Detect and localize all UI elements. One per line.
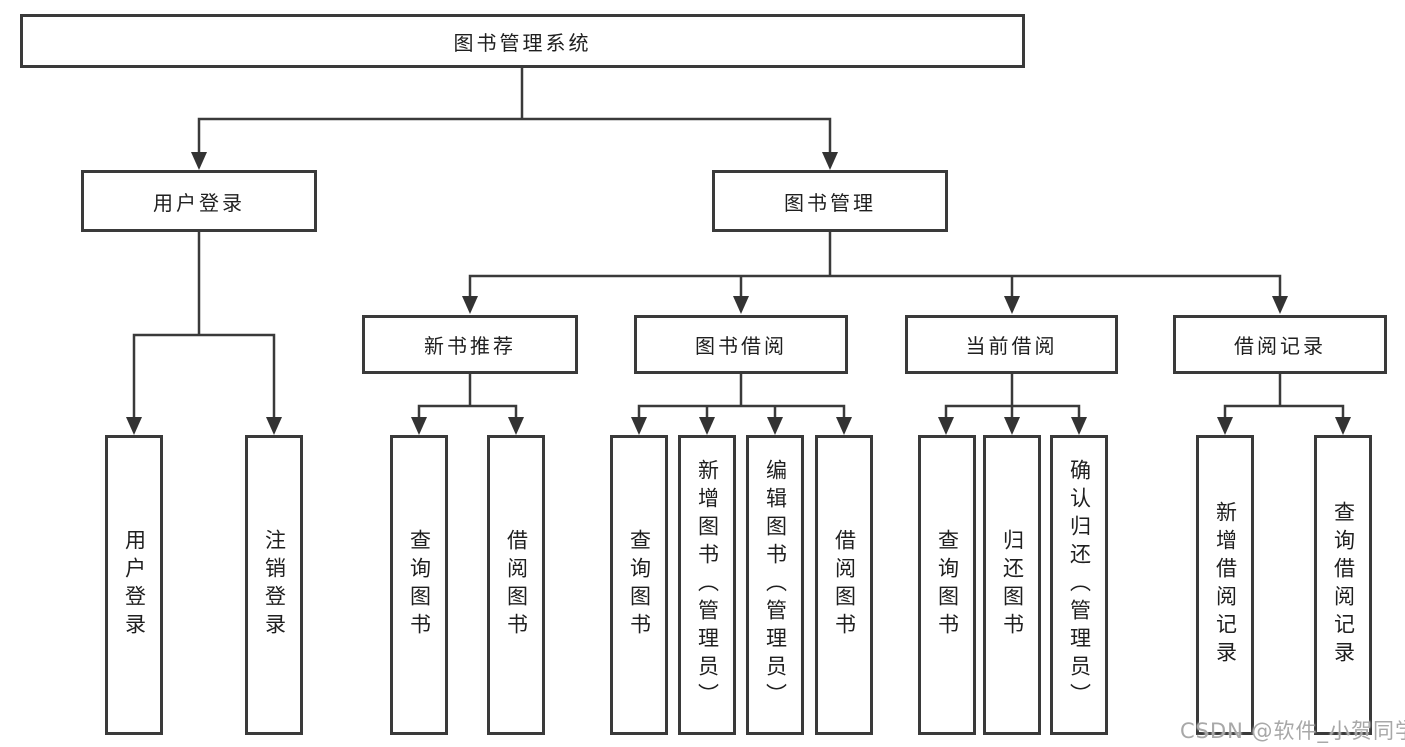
leaf-current-confirm-return-admin: 确认归还（管理员） (1050, 435, 1108, 735)
leaf-borrowing-query-books: 查询图书 (610, 435, 668, 735)
leaf-records-add-record-label: 新增借阅记录 (1213, 501, 1238, 669)
leaf-recommend-query-books-label: 查询图书 (407, 529, 432, 641)
node-current-borrowing-label: 当前借阅 (965, 334, 1058, 358)
leaf-current-confirm-return-admin-label: 确认归还（管理员） (1067, 459, 1092, 711)
leaf-user-login: 用户登录 (105, 435, 163, 735)
node-root: 图书管理系统 (20, 14, 1025, 68)
node-borrow-records: 借阅记录 (1173, 315, 1387, 374)
csdn-watermark: CSDN @软件_小贺同学 (1180, 719, 1405, 743)
leaf-borrowing-add-books-admin: 新增图书（管理员） (678, 435, 736, 735)
arrowhead-icons (126, 152, 1351, 435)
leaf-current-return-books: 归还图书 (983, 435, 1041, 735)
leaf-logout: 注销登录 (245, 435, 303, 735)
leaf-records-query-record: 查询借阅记录 (1314, 435, 1372, 735)
leaf-logout-label: 注销登录 (262, 529, 287, 641)
leaf-recommend-query-books: 查询图书 (390, 435, 448, 735)
node-book-borrowing: 图书借阅 (634, 315, 848, 374)
node-new-book-recommend-label: 新书推荐 (424, 334, 516, 358)
leaf-current-query-books-label: 查询图书 (935, 529, 960, 641)
node-book-management: 图书管理 (712, 170, 948, 232)
leaf-current-return-books-label: 归还图书 (1000, 529, 1025, 641)
node-current-borrowing: 当前借阅 (905, 315, 1118, 374)
node-borrow-records-label: 借阅记录 (1234, 334, 1326, 358)
leaf-user-login-label: 用户登录 (122, 529, 147, 641)
leaf-recommend-borrow-books: 借阅图书 (487, 435, 545, 735)
node-user-login: 用户登录 (81, 170, 317, 232)
leaf-current-query-books: 查询图书 (918, 435, 976, 735)
leaf-borrowing-add-books-admin-label: 新增图书（管理员） (695, 459, 720, 711)
node-root-label: 图书管理系统 (453, 30, 592, 55)
node-book-borrowing-label: 图书借阅 (695, 334, 787, 358)
node-new-book-recommend: 新书推荐 (362, 315, 578, 374)
node-user-login-label: 用户登录 (153, 190, 245, 215)
leaf-records-query-record-label: 查询借阅记录 (1331, 501, 1356, 669)
leaf-borrowing-edit-books-admin: 编辑图书（管理员） (746, 435, 804, 735)
leaf-borrowing-borrow-books: 借阅图书 (815, 435, 873, 735)
connector-paths (132, 66, 1345, 420)
leaf-recommend-borrow-books-label: 借阅图书 (504, 529, 529, 641)
node-book-management-label: 图书管理 (784, 190, 876, 215)
leaf-borrowing-query-books-label: 查询图书 (627, 529, 652, 641)
leaf-borrowing-edit-books-admin-label: 编辑图书（管理员） (763, 459, 788, 711)
leaf-records-add-record: 新增借阅记录 (1196, 435, 1254, 735)
leaf-borrowing-borrow-books-label: 借阅图书 (832, 529, 857, 641)
